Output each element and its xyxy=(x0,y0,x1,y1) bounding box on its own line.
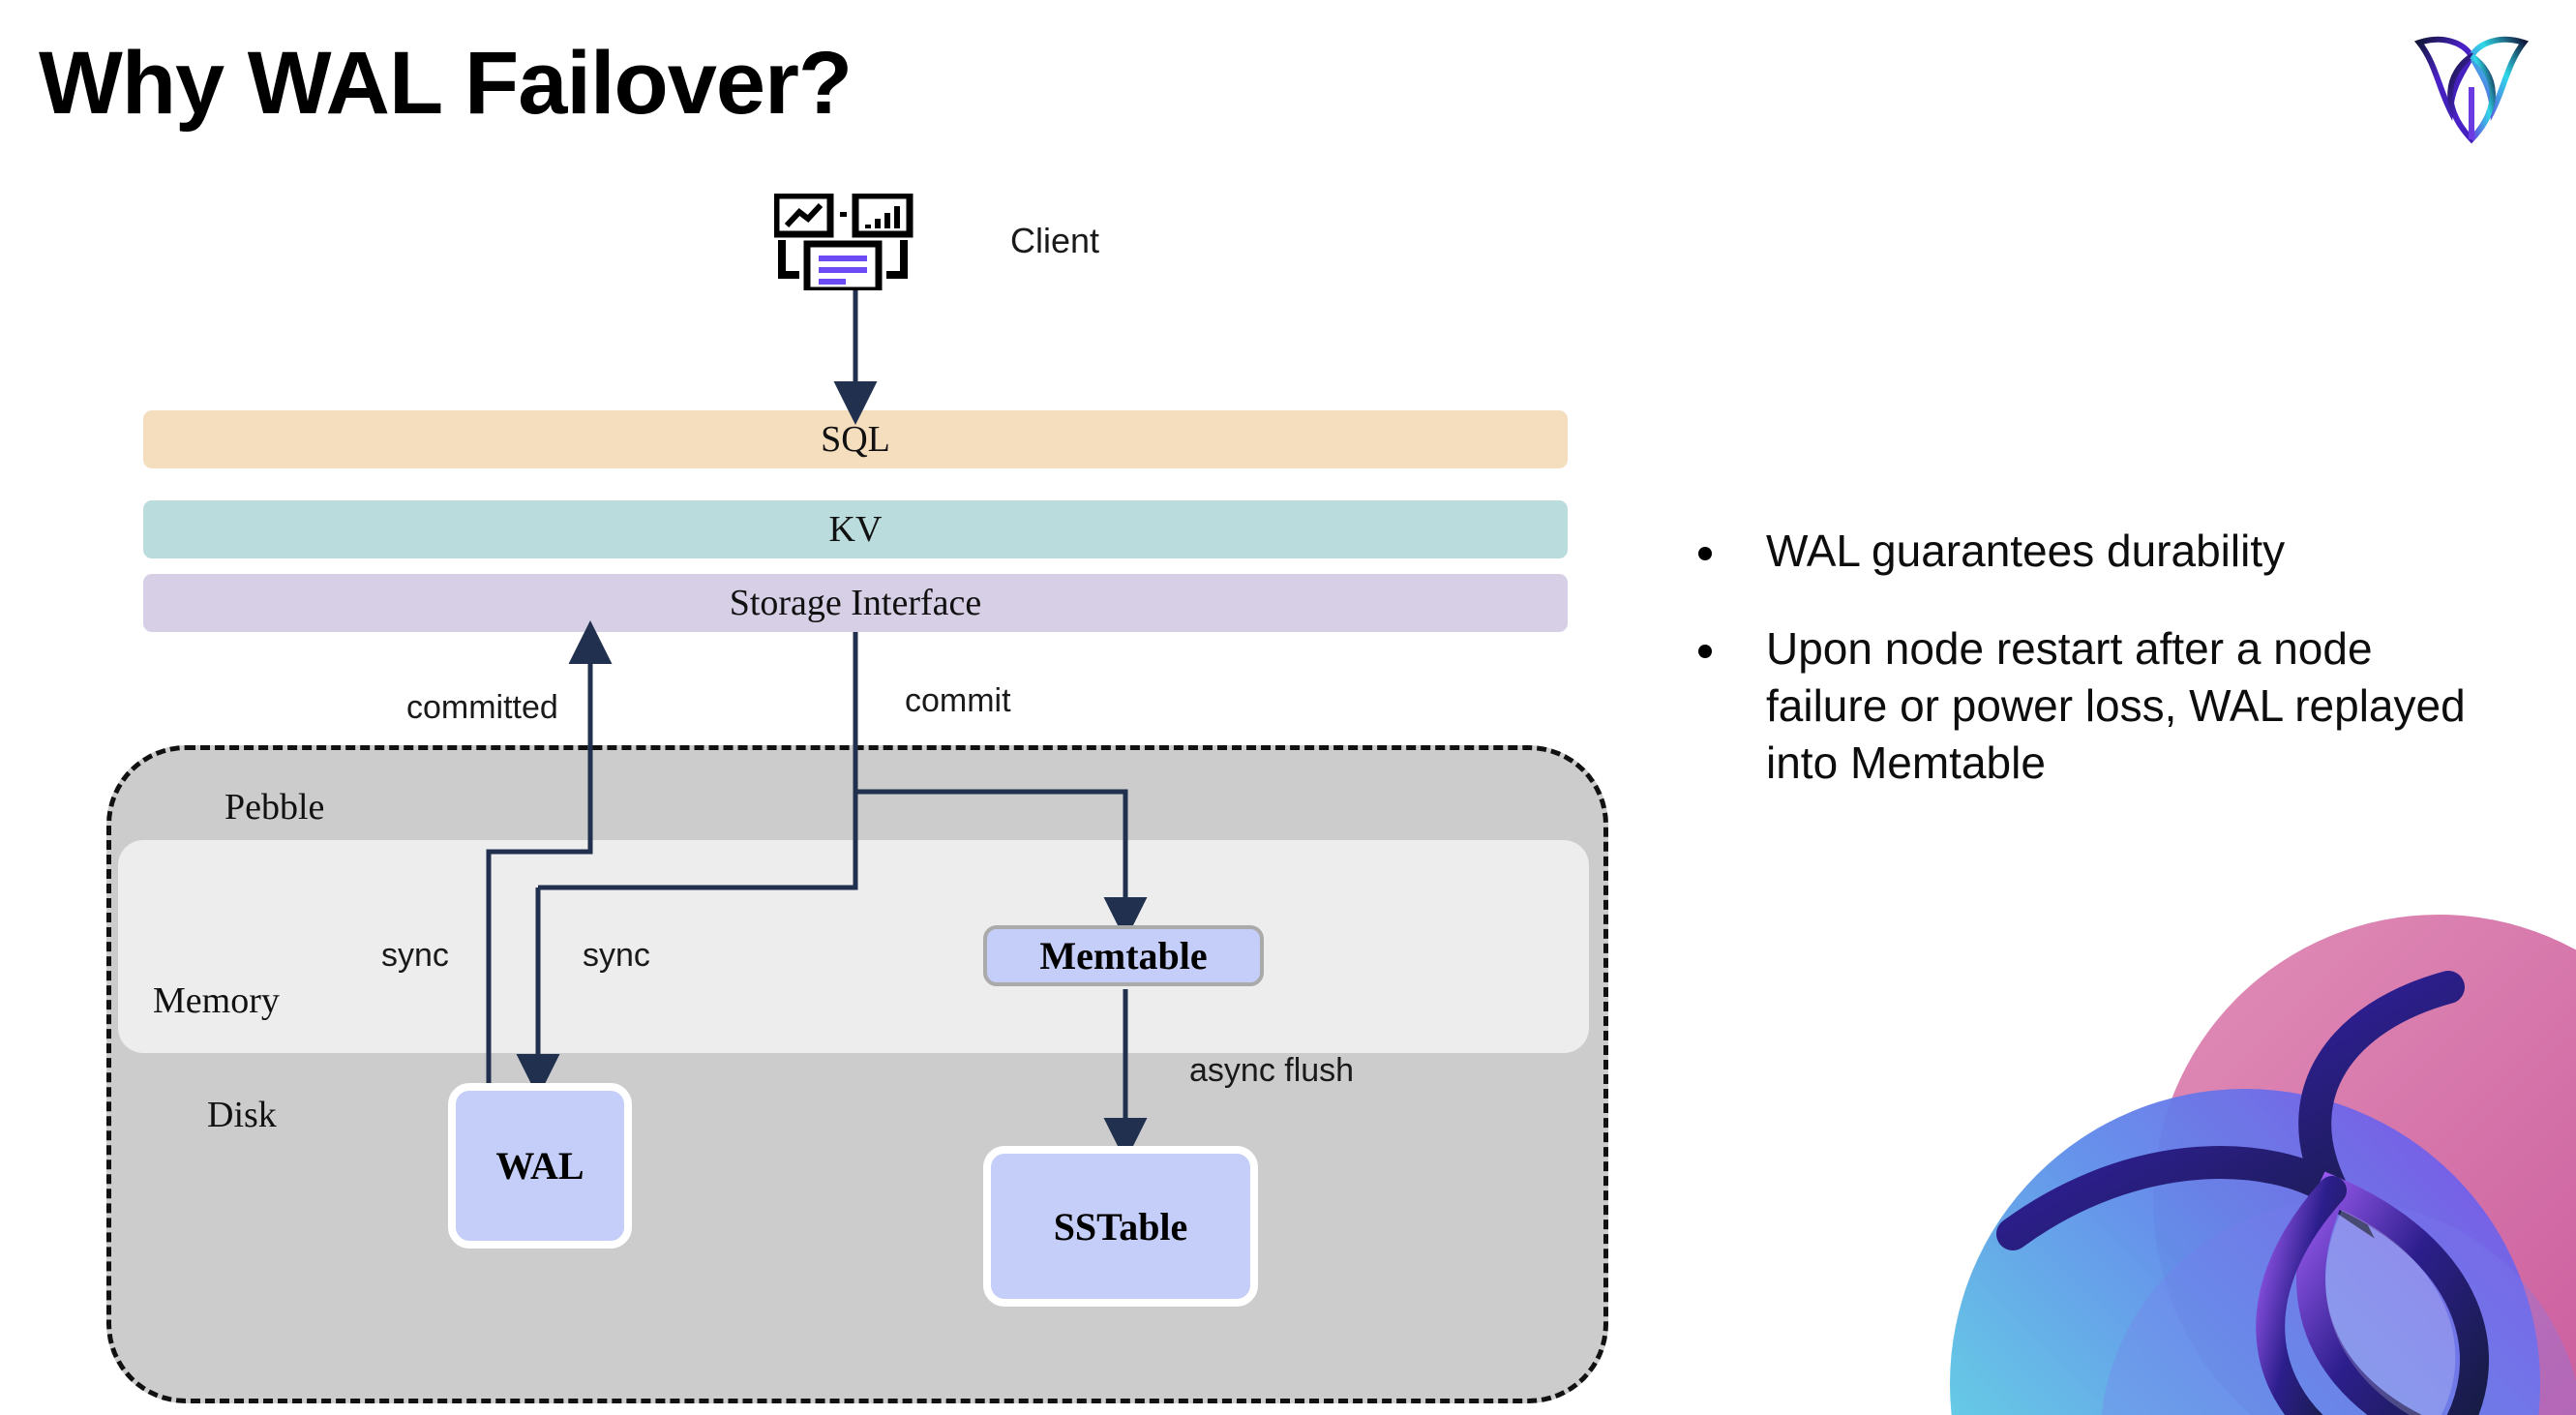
edge-label-sync-left: sync xyxy=(381,937,449,974)
node-label-sstable: SSTable xyxy=(1053,1204,1188,1249)
layer-bar-storage-interface: Storage Interface xyxy=(143,574,1568,632)
bullet-dot-icon xyxy=(1698,644,1712,658)
memory-label: Memory xyxy=(153,980,280,1021)
client-terminal-icon xyxy=(774,194,914,290)
layer-label-storage-interface: Storage Interface xyxy=(729,583,982,623)
bullet-list: WAL guarantees durability Upon node rest… xyxy=(1698,523,2501,832)
page-title: Why WAL Failover? xyxy=(39,34,853,133)
layer-label-sql: SQL xyxy=(821,419,890,460)
node-memtable: Memtable xyxy=(983,925,1264,986)
layer-bar-kv: KV xyxy=(143,500,1568,558)
node-label-memtable: Memtable xyxy=(1039,934,1208,978)
disk-label: Disk xyxy=(207,1095,277,1135)
list-item: WAL guarantees durability xyxy=(1698,523,2501,580)
edge-label-async-flush: async flush xyxy=(1189,1052,1355,1089)
cockroachdb-logo-icon xyxy=(2413,36,2530,144)
edge-label-commit: commit xyxy=(905,682,1011,719)
bullet-dot-icon xyxy=(1698,547,1712,560)
node-label-wal: WAL xyxy=(495,1144,584,1188)
bullet-text: WAL guarantees durability xyxy=(1766,526,2286,576)
edge-label-committed: committed xyxy=(406,689,558,726)
pebble-label: Pebble xyxy=(225,787,325,828)
edge-label-sync-right: sync xyxy=(583,937,650,974)
layer-bar-sql: SQL xyxy=(143,410,1568,468)
node-wal: WAL xyxy=(448,1083,632,1249)
layer-label-kv: KV xyxy=(828,509,883,550)
client-label: Client xyxy=(1010,221,1100,260)
bullet-text: Upon node restart after a node failure o… xyxy=(1766,622,2466,788)
node-sstable: SSTable xyxy=(983,1146,1258,1307)
memory-zone xyxy=(118,840,1589,1053)
decorative-brand-art xyxy=(1950,915,2576,1415)
list-item: Upon node restart after a node failure o… xyxy=(1698,620,2501,792)
